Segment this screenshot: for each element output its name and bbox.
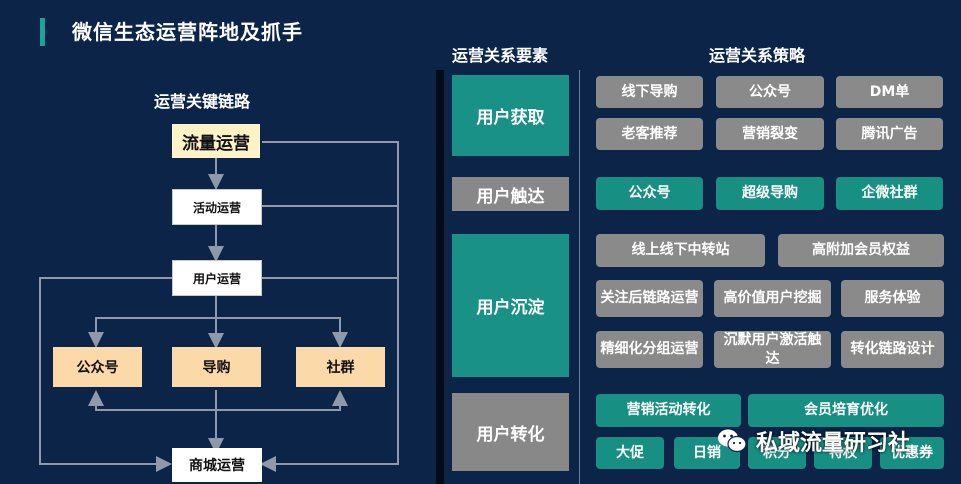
elements-heading: 运营关系要素: [452, 46, 549, 65]
tag-big-promotion: 大促: [596, 437, 664, 469]
tag-official-account-2: 公众号: [596, 177, 703, 210]
tag-member-benefits: 高附加会员权益: [778, 234, 944, 267]
tag-privileges: 特权: [814, 437, 872, 469]
tag-o2o-hub: 线上线下中转站: [596, 234, 765, 267]
column-separator: [579, 70, 580, 484]
flow-node-community: 社群: [296, 347, 385, 387]
tag-member-nurture: 会员培育优化: [748, 394, 944, 427]
tag-super-guide: 超级导购: [716, 177, 824, 210]
tag-coupons: 优惠券: [880, 437, 944, 469]
category-reach: 用户触达: [452, 177, 569, 211]
tag-post-follow-ops: 关注后链路运营: [596, 280, 703, 317]
category-acquisition: 用户获取: [452, 75, 569, 156]
watermark: 私域流量研习社: [716, 425, 910, 457]
flow-node-traffic: 流量运营: [172, 124, 260, 158]
tag-conversion-path: 转化链路设计: [841, 331, 944, 368]
flow-node-guide: 导购: [172, 347, 261, 387]
flow-node-activity: 活动运营: [172, 189, 262, 225]
flow-heading: 运营关键链路: [154, 92, 251, 111]
flow-connectors: [39, 141, 399, 472]
tag-reactivation: 沉默用户激活触达: [714, 331, 831, 368]
flow-node-mall: 商城运营: [172, 448, 262, 482]
tag-offline-guide: 线下导购: [596, 76, 703, 108]
tag-segmented-ops: 精细化分组运营: [596, 331, 703, 368]
tag-official-account: 公众号: [716, 76, 824, 108]
column-divider: [436, 70, 444, 484]
tag-viral-marketing: 营销裂变: [716, 118, 824, 150]
tag-dm-flyer: DM单: [836, 76, 943, 108]
strategy-heading: 运营关系策略: [709, 46, 806, 65]
tag-campaign-conversion: 营销活动转化: [596, 394, 741, 427]
tag-points: 积分: [748, 437, 806, 469]
category-retention: 用户沉淀: [452, 234, 569, 377]
tag-daily-sales: 日销: [674, 437, 740, 469]
watermark-text: 私域流量研习社: [756, 431, 911, 456]
tag-referral: 老客推荐: [596, 118, 703, 150]
category-conversion: 用户转化: [452, 393, 569, 471]
title-accent-bar: [40, 18, 45, 46]
tag-wecom-community: 企微社群: [836, 177, 943, 210]
flow-node-user: 用户运营: [172, 260, 262, 296]
tag-high-value-mining: 高价值用户挖掘: [714, 280, 831, 317]
tag-tencent-ads: 腾讯广告: [836, 118, 943, 150]
wechat-icon: [718, 429, 747, 453]
page-title: 微信生态运营阵地及抓手: [72, 20, 303, 44]
flow-node-official: 公众号: [53, 347, 142, 387]
tag-service-experience: 服务体验: [841, 280, 944, 317]
